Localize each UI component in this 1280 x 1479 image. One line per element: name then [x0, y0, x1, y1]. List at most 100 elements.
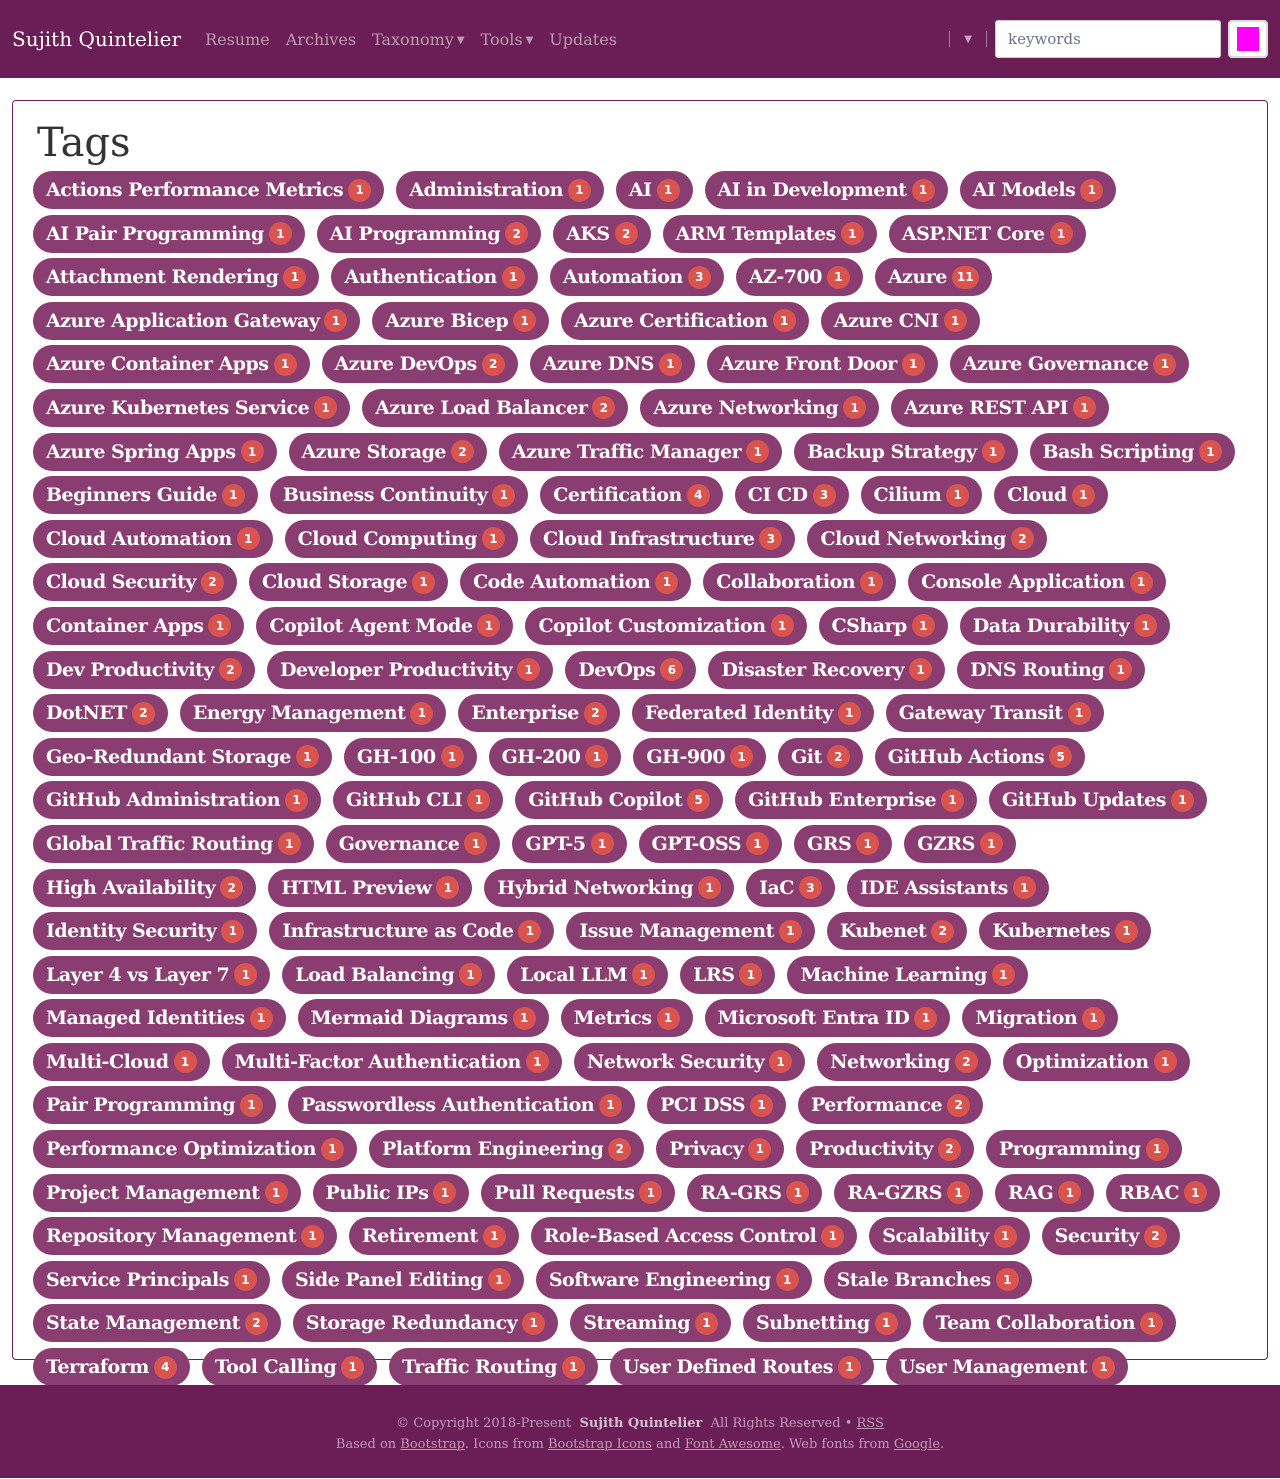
nav-link-archives[interactable]: Archives	[286, 30, 356, 49]
accent-color-picker-button[interactable]	[1228, 20, 1268, 58]
bootstrap-link[interactable]: Bootstrap	[400, 1437, 465, 1452]
bootstrap-icons-link[interactable]: Bootstrap Icons	[547, 1437, 652, 1452]
site-brand-link[interactable]: Sujith Quintelier	[12, 27, 182, 51]
nav-dropdown-tools[interactable]: Tools▼	[481, 30, 534, 49]
rss-link[interactable]: RSS	[856, 1416, 884, 1431]
nav-dropdown-taxonomy[interactable]: Taxonomy▼	[372, 30, 464, 49]
font-awesome-link[interactable]: Font Awesome	[684, 1437, 781, 1452]
theme-dropdown-caret-icon[interactable]: ▼	[964, 33, 972, 45]
search-input[interactable]	[995, 20, 1221, 58]
